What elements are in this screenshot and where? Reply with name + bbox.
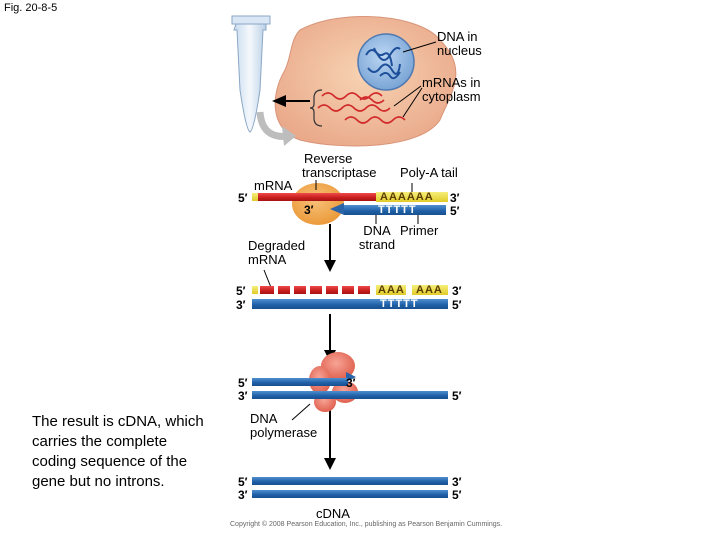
poly-a-fragment: AAA <box>412 285 448 296</box>
mrna-strand <box>258 193 376 201</box>
end-5-prime: 5′ <box>452 389 462 403</box>
end-3-prime: 3′ <box>238 488 248 502</box>
label-primer: Primer <box>400 223 439 238</box>
end-3-prime: 3′ <box>236 298 246 312</box>
label-cdna: cDNA <box>316 506 350 521</box>
copyright: Copyright © 2008 Pearson Education, Inc.… <box>230 521 503 528</box>
end-3-prime: 3′ <box>304 203 314 217</box>
first-dna-strand <box>252 391 448 399</box>
result-note: The result is cDNA, which carries the co… <box>32 413 204 490</box>
end-3-prime: 3′ <box>450 191 460 205</box>
end-5-prime: 5′ <box>452 488 462 502</box>
end-3-prime: 3′ <box>238 389 248 403</box>
label-poly-a-tail: Poly-A tail <box>400 165 458 180</box>
cdna-strand-top <box>252 477 448 485</box>
label-mrna: mRNA <box>254 178 293 193</box>
end-5-prime: 5′ <box>238 475 248 489</box>
second-dna-strand <box>252 378 348 386</box>
end-3-prime: 3′ <box>346 376 356 390</box>
reverse-transcriptase-enzyme <box>292 183 344 225</box>
nuclear-dna <box>365 46 401 80</box>
end-3-prime: 3′ <box>452 475 462 489</box>
mrna-bracket <box>309 89 323 127</box>
end-5-prime: 5′ <box>236 284 246 298</box>
mrna-cap <box>252 193 258 201</box>
end-5-prime: 5′ <box>452 298 462 312</box>
cytoplasm-mrnas <box>317 92 406 124</box>
end-3-prime: 3′ <box>452 284 462 298</box>
mrna-cap <box>252 286 258 294</box>
end-5-prime: 5′ <box>238 191 248 205</box>
end-5-prime: 5′ <box>450 204 460 218</box>
end-5-prime: 5′ <box>238 376 248 390</box>
figure-label: Fig. 20-8-5 <box>4 2 58 14</box>
poly-a-fragment: AAA <box>376 284 406 296</box>
dna-strand: TTTTT <box>344 205 446 216</box>
poly-a-tail: AAAAAA <box>376 192 448 203</box>
dna-strand: TTTTT <box>252 299 448 310</box>
cdna-strand-bottom <box>252 490 448 498</box>
test-tube <box>233 23 267 133</box>
nucleus <box>357 33 415 91</box>
